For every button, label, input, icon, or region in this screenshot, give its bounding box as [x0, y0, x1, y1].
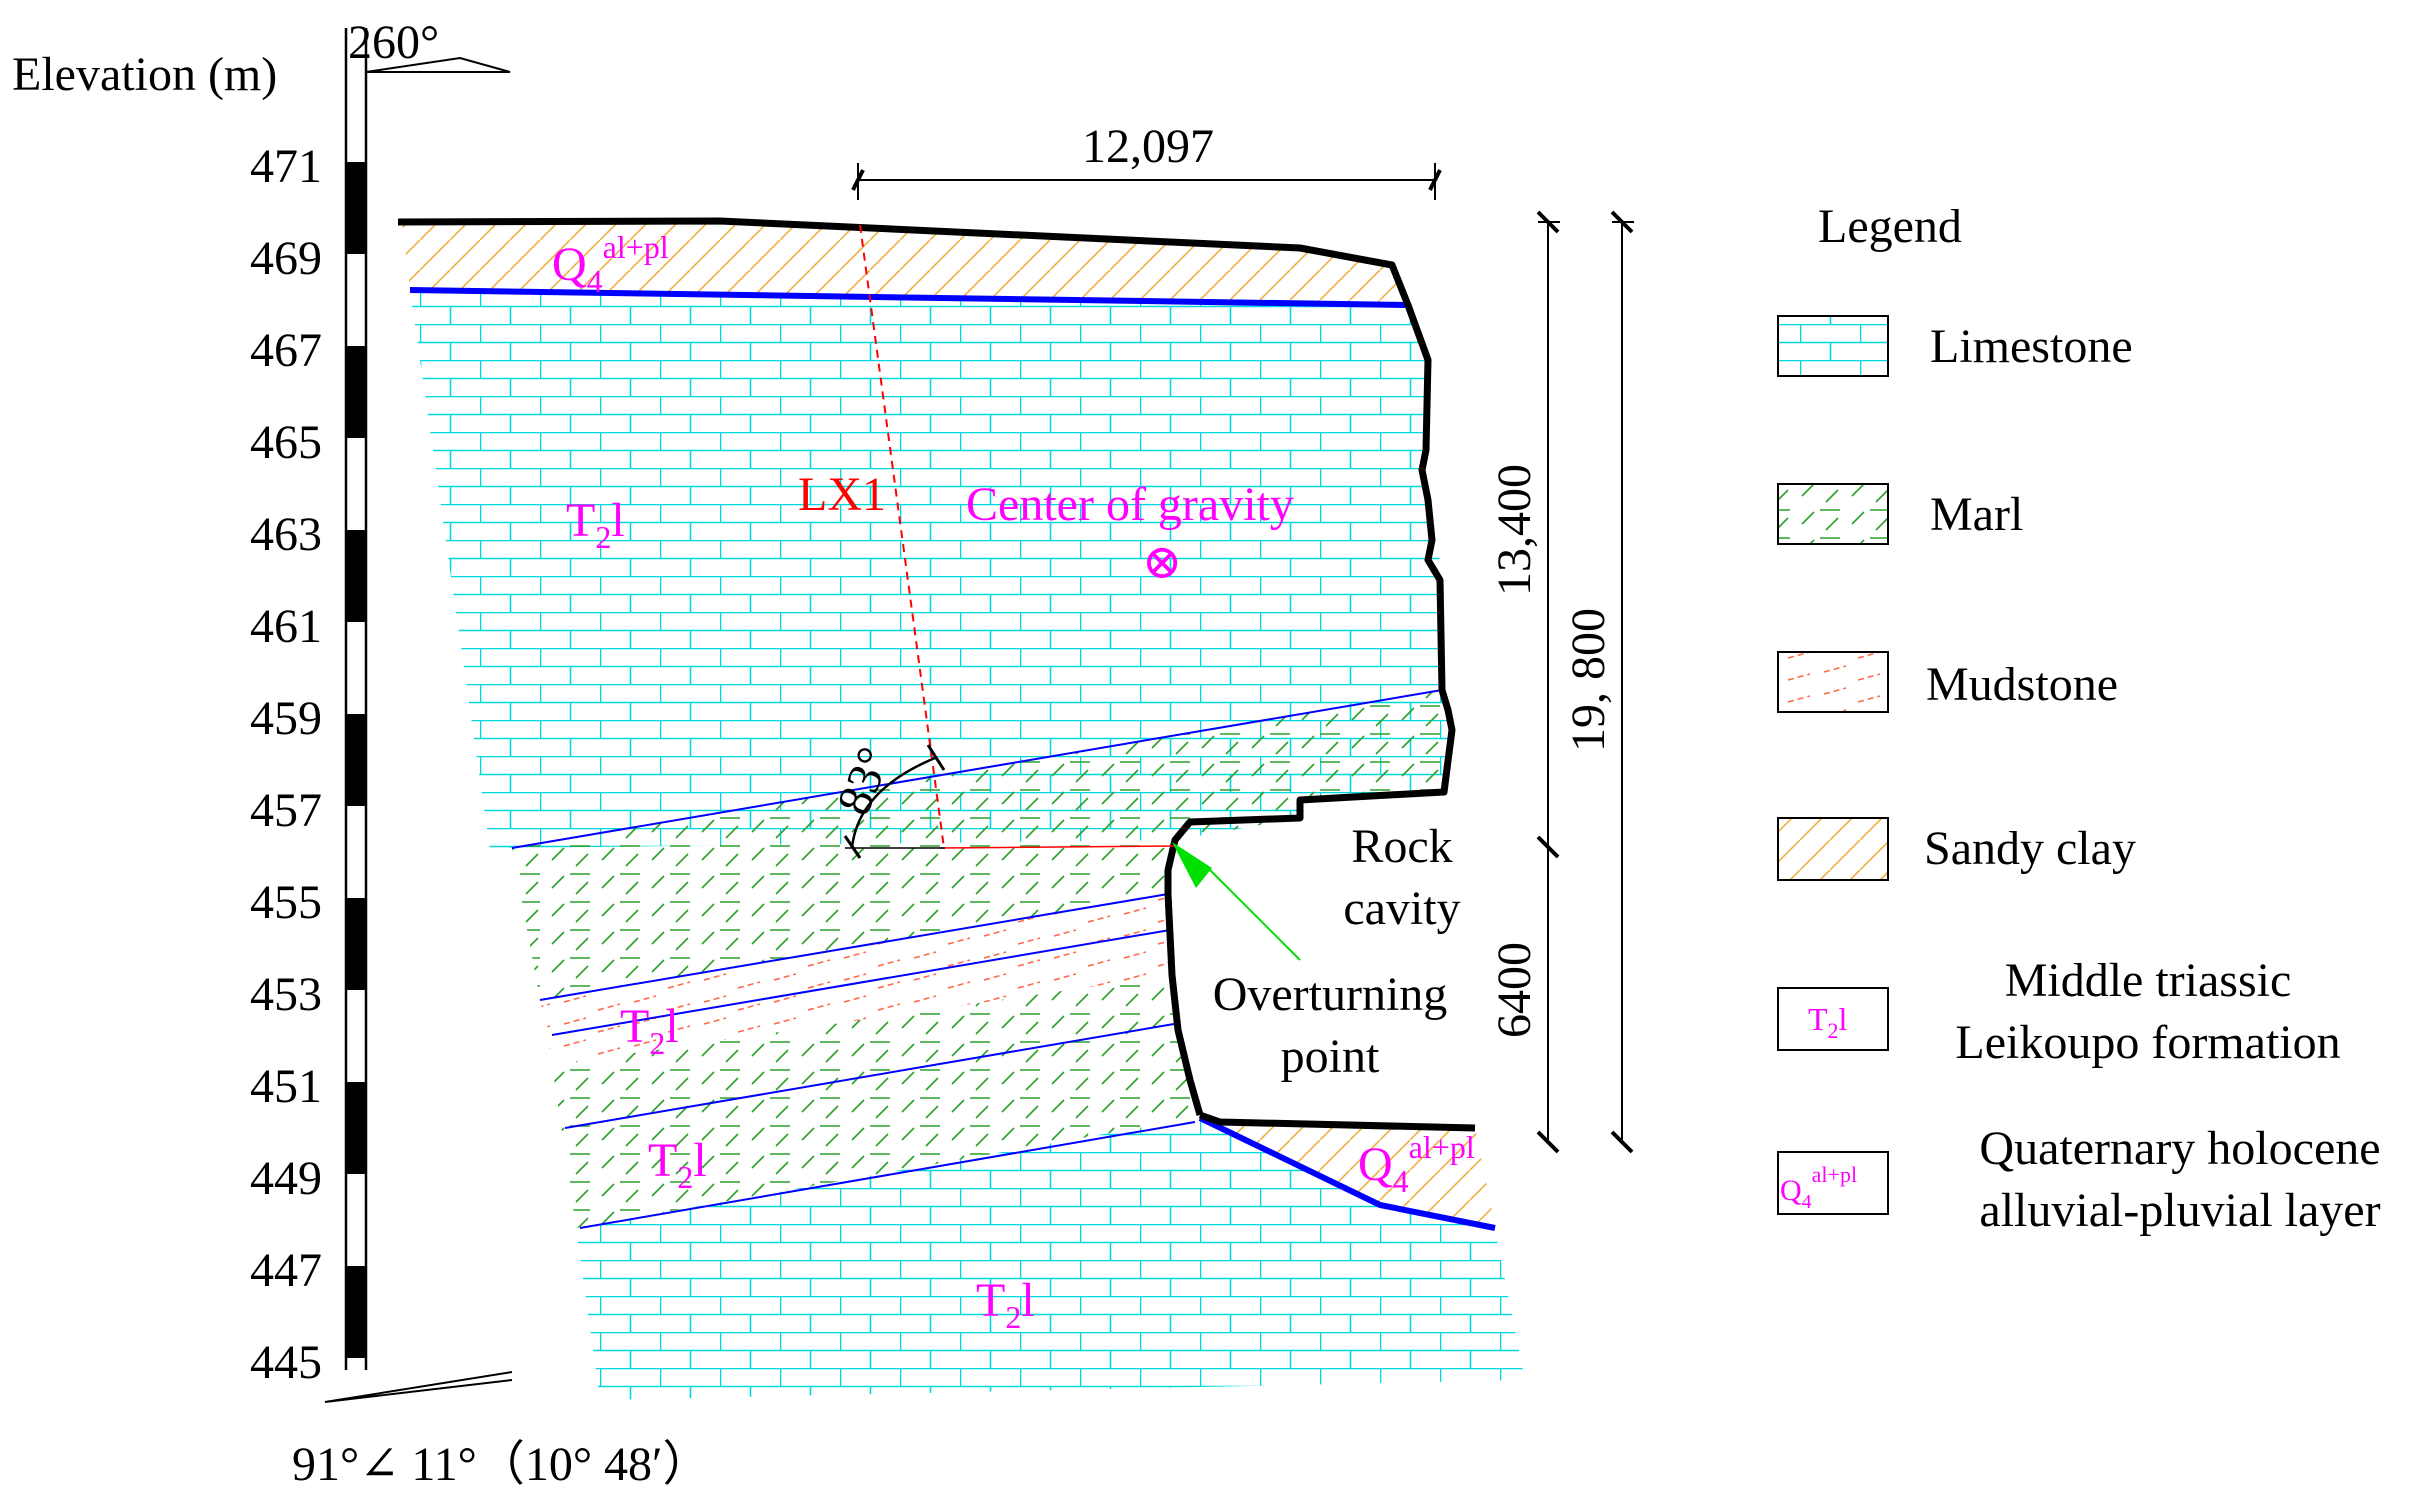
rock-cavity-label-line1: Rock	[1351, 820, 1452, 873]
limestone-upper-layer	[410, 290, 1450, 850]
right-dimensions	[1536, 210, 1634, 1154]
top-direction-arrow	[365, 56, 511, 73]
boundary-limestone-marl	[511, 689, 1443, 849]
overturning-pointer-line	[1209, 869, 1301, 961]
legend-swatch-leikoupo	[1777, 987, 1889, 1051]
dimension-6400-label: 6400	[1488, 942, 1541, 1038]
bottom-bearing-label: 91°∠ 11°（10° 48′）	[292, 1438, 711, 1491]
elevation-scale: 260° Elevation (m) 91°∠ 11°（10° 48′） 471…	[12, 16, 711, 1491]
t2l-upper-label: T2l	[566, 494, 625, 555]
legend-label-quaternary-line2: alluvial-pluvial layer	[1979, 1184, 2380, 1237]
top-bearing-label: 260°	[348, 16, 439, 69]
bottom-direction-arrow	[324, 1371, 513, 1403]
legend-item-sandy-clay: Sandy clay	[1777, 817, 2136, 881]
mudstone-layer-lower	[548, 930, 1172, 1065]
legend-swatch-limestone	[1777, 315, 1889, 377]
tick-label-471: 471	[250, 140, 322, 193]
legend-item-quaternary: Q4al+pl Quaternary holocene alluvial-plu…	[1777, 1122, 2381, 1237]
legend-swatch-marl	[1777, 483, 1889, 545]
sandy-clay-bottom-layer	[1205, 1120, 1495, 1225]
overturning-point-label-line1: Overturning	[1213, 968, 1448, 1021]
q4-top-label: Q4al+pl	[552, 229, 669, 299]
boundary-marl-inner	[564, 1023, 1175, 1129]
tick-label-449: 449	[250, 1152, 322, 1205]
t2l-lower-label: T2l	[976, 1274, 1035, 1335]
dim-19800-tick-bottom	[1610, 1130, 1634, 1154]
legend-label-sandy-clay: Sandy clay	[1924, 822, 2136, 875]
tick-label-457: 457	[250, 784, 322, 837]
dimension-19800-label: 19, 800	[1562, 608, 1615, 752]
tick-label-469: 469	[250, 232, 322, 285]
boundary-topsoil-limestone	[409, 287, 1409, 308]
tick-label-451: 451	[250, 1060, 322, 1113]
dim-13400-tick-mid	[1536, 835, 1560, 859]
overturning-horizontal-line	[939, 845, 1176, 849]
boundary-mudstone-marl	[551, 929, 1171, 1036]
section-labels: Q4al+pl T2l Center of gravity ⊗ T2l T2l …	[552, 229, 1475, 1335]
dimension-13400-label: 13,400	[1488, 464, 1541, 596]
dim-6400-tick-bottom	[1536, 1130, 1560, 1154]
t2l-mudstone-label: T2l	[620, 1000, 679, 1061]
tick-label-447: 447	[250, 1244, 322, 1297]
marl-upper-layer	[512, 690, 1450, 1000]
rock-cavity-label-line2: cavity	[1343, 882, 1460, 935]
legend-label-leikoupo-line2: Leikoupo formation	[1955, 1016, 2340, 1069]
legend-label-leikoupo-line1: Middle triassic	[2005, 954, 2292, 1007]
limestone-lower-layer	[576, 1120, 1525, 1400]
legend-label-marl: Marl	[1930, 488, 2023, 541]
overturning-pointer	[1172, 842, 1301, 961]
rock-outline	[397, 217, 1476, 1132]
angle-arc-tick-2	[926, 744, 946, 771]
tick-label-445: 445	[250, 1336, 322, 1389]
legend-item-leikoupo: T2l Middle triassic Leikoupo formation	[1777, 954, 2341, 1069]
lx1-dashed-line	[859, 224, 945, 849]
tick-label-459: 459	[250, 692, 322, 745]
boundary-bottom-topsoil	[1198, 1115, 1496, 1231]
legend-swatch-mudstone	[1777, 651, 1889, 713]
ground-surface-top	[397, 217, 1456, 1116]
angle-arc-tick-1	[843, 835, 862, 859]
legend-item-mudstone: Mudstone	[1777, 651, 2118, 713]
center-of-gravity-symbol: ⊗	[1142, 536, 1182, 589]
lx1-label: LX1	[798, 468, 886, 521]
legend-label-limestone: Limestone	[1930, 320, 2133, 373]
boundary-marl-limestone	[579, 1121, 1196, 1229]
legend-title: Legend	[1818, 200, 1962, 253]
q4-bottom-label: Q4al+pl	[1358, 1129, 1475, 1199]
tick-label-467: 467	[250, 324, 322, 377]
legend-swatch-sandy-clay	[1777, 817, 1889, 881]
boundary-marl-mudstone	[539, 893, 1169, 1001]
marl-lower-layer	[552, 975, 1200, 1228]
legend-item-marl: Marl	[1777, 483, 2023, 545]
top-dimension	[851, 163, 1442, 200]
elevation-axis-title: Elevation (m)	[12, 48, 277, 101]
layer-boundaries	[409, 287, 1496, 1231]
tick-label-463: 463	[250, 508, 322, 561]
legend-label-mudstone: Mudstone	[1926, 658, 2118, 711]
center-of-gravity-label: Center of gravity	[966, 478, 1294, 531]
legend-swatch-quaternary-text: Q4al+pl	[1780, 1162, 1857, 1213]
legend-swatch-quaternary	[1777, 1151, 1889, 1215]
tick-label-465: 465	[250, 416, 322, 469]
overturning-point-label-line2: point	[1281, 1030, 1380, 1083]
legend-item-limestone: Limestone	[1777, 315, 2133, 377]
legend-swatch-leikoupo-text: T2l	[1808, 1001, 1848, 1043]
overturning-pointer-head	[1172, 842, 1212, 888]
strata-fills	[402, 222, 1525, 1400]
t2l-marl-label: T2l	[648, 1134, 707, 1195]
mudstone-layer	[540, 894, 1170, 1038]
legend: Legend Limestone Marl Mudstone Sandy cla…	[1777, 200, 2381, 1237]
top-dimension-label: 12,097	[1082, 120, 1214, 173]
tick-label-455: 455	[250, 876, 322, 929]
scale-bar-black	[346, 162, 366, 1370]
tick-label-453: 453	[250, 968, 322, 1021]
elevation-tick-labels: 471 469 467 465 463 461 459 457 455 453 …	[250, 140, 322, 1389]
angle-arc	[850, 756, 936, 849]
legend-label-quaternary-line1: Quaternary holocene	[1979, 1122, 2380, 1175]
ground-surface-bottom	[1198, 1111, 1476, 1132]
tick-label-461: 461	[250, 600, 322, 653]
